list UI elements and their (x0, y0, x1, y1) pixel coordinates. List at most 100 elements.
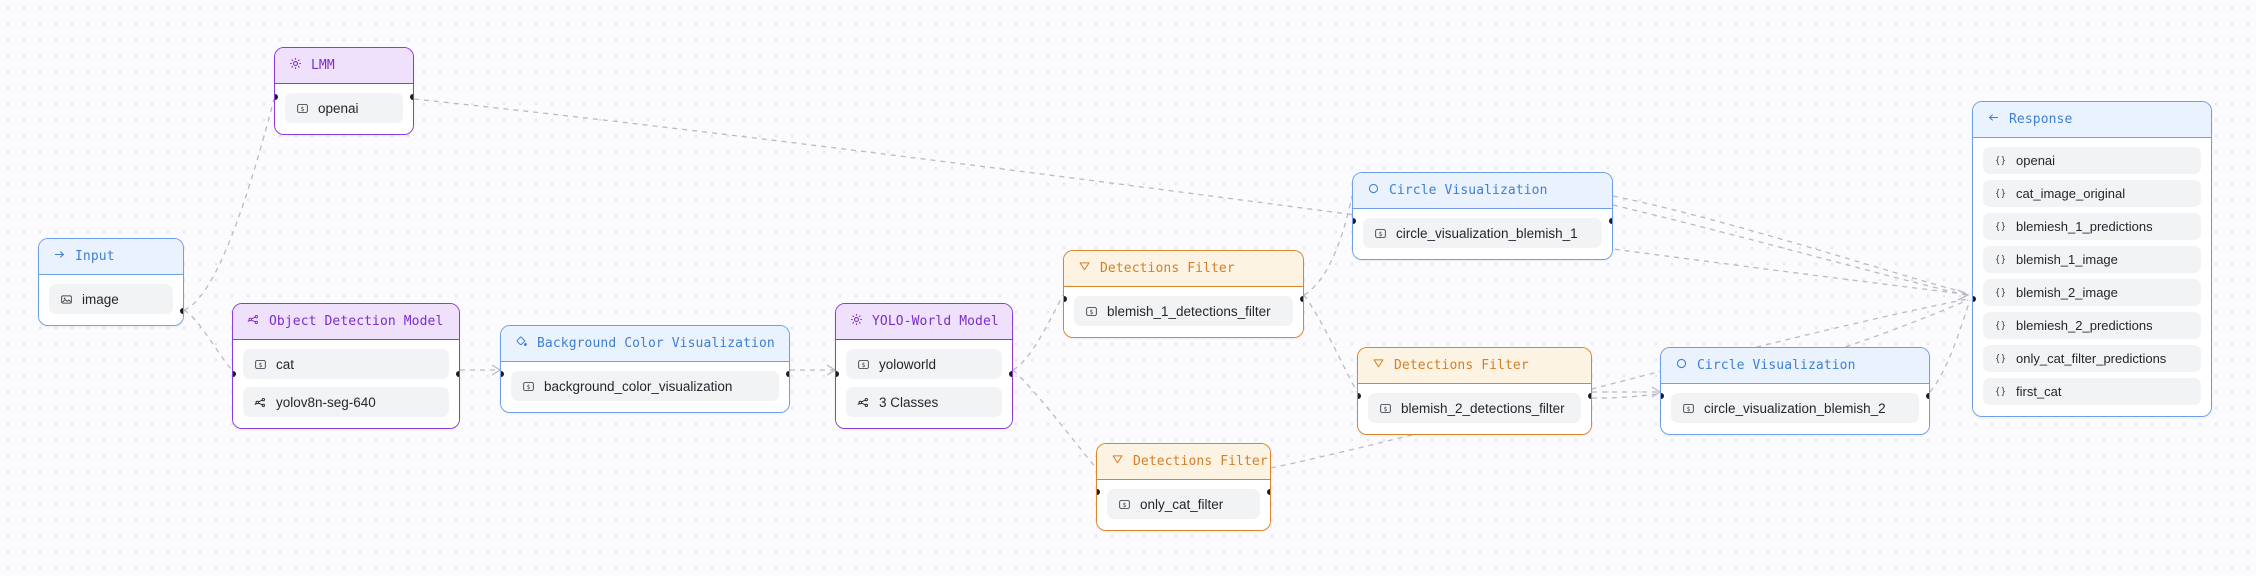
row-openai[interactable]: openai (1983, 147, 2201, 174)
row-blemish-2-detections-filter[interactable]: $ blemish_2_detections_filter (1368, 393, 1581, 423)
node-circle-visualization-2-body: $ circle_visualization_blemish_2 (1661, 384, 1929, 434)
port-out[interactable] (1009, 371, 1012, 377)
node-yolo-world-model[interactable]: YOLO-World Model $ yoloworld 3 Classes (835, 303, 1013, 429)
row-label: circle_visualization_blemish_1 (1396, 225, 1578, 241)
port-out[interactable] (1267, 489, 1270, 495)
braces-icon (1994, 286, 2007, 299)
row-label: openai (318, 100, 359, 116)
row-background-color-visualization[interactable]: $ background_color_visualization (511, 371, 779, 401)
braces-icon (1994, 253, 2007, 266)
row-blemiesh-2-predictions[interactable]: blemiesh_2_predictions (1983, 312, 2201, 339)
row-blemish-1-image[interactable]: blemish_1_image (1983, 246, 2201, 273)
port-out[interactable] (1609, 218, 1612, 224)
row-image[interactable]: image (49, 284, 173, 314)
filter-funnel-icon (1078, 260, 1091, 277)
image-icon (60, 293, 73, 306)
row-yoloworld[interactable]: $ yoloworld (846, 349, 1002, 379)
row-label: blemish_2_detections_filter (1401, 400, 1565, 416)
row-label: blemish_2_image (2016, 285, 2118, 300)
port-in[interactable] (1064, 296, 1067, 302)
braces-icon (1994, 187, 2007, 200)
port-out[interactable] (1300, 296, 1303, 302)
port-in[interactable] (233, 371, 236, 377)
row-cat[interactable]: $ cat (243, 349, 449, 379)
node-detections-filter-2[interactable]: Detections Filter $ blemish_2_detections… (1357, 347, 1592, 435)
node-circle-visualization-2[interactable]: Circle Visualization $ circle_visualizat… (1660, 347, 1930, 435)
string-param-icon: $ (296, 102, 309, 115)
node-circle-visualization-1-title: Circle Visualization (1389, 183, 1548, 198)
row-openai[interactable]: $ openai (285, 93, 403, 123)
svg-text:$: $ (301, 104, 305, 112)
node-detections-filter-3[interactable]: Detections Filter $ only_cat_filter (1096, 443, 1271, 531)
node-response-title: Response (2009, 112, 2073, 127)
port-in[interactable] (836, 371, 839, 377)
port-in[interactable] (1358, 393, 1361, 399)
row-cat-image-original[interactable]: cat_image_original (1983, 180, 2201, 207)
port-in[interactable] (1097, 489, 1100, 495)
row-circle-visualization-blemish-2[interactable]: $ circle_visualization_blemish_2 (1671, 393, 1919, 423)
string-param-icon: $ (1085, 305, 1098, 318)
row-label: blemiesh_2_predictions (2016, 318, 2153, 333)
row-only-cat-filter[interactable]: $ only_cat_filter (1107, 489, 1260, 519)
model-graph-icon (254, 396, 267, 409)
braces-icon (1994, 352, 2007, 365)
row-blemish-1-detections-filter[interactable]: $ blemish_1_detections_filter (1074, 296, 1293, 326)
row-blemish-2-image[interactable]: blemish_2_image (1983, 279, 2201, 306)
port-out[interactable] (456, 371, 459, 377)
port-in[interactable] (275, 94, 278, 100)
port-out[interactable] (1588, 393, 1591, 399)
row-blemiesh-1-predictions[interactable]: blemiesh_1_predictions (1983, 213, 2201, 240)
row-model[interactable]: yolov8n-seg-640 (243, 387, 449, 417)
row-only-cat-filter-predictions[interactable]: only_cat_filter_predictions (1983, 345, 2201, 372)
node-lmm[interactable]: LMM $ openai (274, 47, 414, 135)
node-input[interactable]: Input image (38, 238, 184, 326)
filter-funnel-icon (1372, 357, 1385, 374)
node-detections-filter-3-body: $ only_cat_filter (1097, 480, 1270, 530)
svg-text:$: $ (1384, 404, 1388, 412)
row-label: image (82, 291, 119, 307)
braces-icon (1994, 220, 2007, 233)
row-classes[interactable]: 3 Classes (846, 387, 1002, 417)
filter-funnel-icon (1111, 453, 1124, 470)
node-detections-filter-1[interactable]: Detections Filter $ blemish_1_detections… (1063, 250, 1304, 338)
port-out[interactable] (410, 94, 413, 100)
node-circle-visualization-1-body: $ circle_visualization_blemish_1 (1353, 209, 1612, 259)
svg-text:$: $ (1090, 307, 1094, 315)
port-in[interactable] (501, 371, 504, 377)
row-first-cat[interactable]: first_cat (1983, 378, 2201, 405)
node-circle-visualization-2-header: Circle Visualization (1661, 348, 1929, 384)
gear-icon (289, 57, 302, 74)
port-in[interactable] (1661, 393, 1664, 399)
node-object-detection-model-title: Object Detection Model (269, 314, 444, 329)
svg-text:$: $ (527, 382, 531, 390)
svg-text:$: $ (1379, 229, 1383, 237)
node-object-detection-model[interactable]: Object Detection Model $ cat yolov8n-seg… (232, 303, 460, 429)
node-input-header: Input (39, 239, 183, 275)
node-circle-visualization-1[interactable]: Circle Visualization $ circle_visualizat… (1352, 172, 1613, 260)
port-in[interactable] (1973, 296, 1976, 302)
node-background-color-visualization-header: Background Color Visualization (501, 326, 789, 362)
row-label: cat (276, 356, 295, 372)
row-label: blemish_1_image (2016, 252, 2118, 267)
port-out[interactable] (786, 371, 789, 377)
node-yolo-world-model-header: YOLO-World Model (836, 304, 1012, 340)
port-out[interactable] (180, 308, 183, 314)
row-label: openai (2016, 153, 2056, 168)
node-background-color-visualization[interactable]: Background Color Visualization $ backgro… (500, 325, 790, 413)
node-yolo-world-model-title: YOLO-World Model (872, 314, 999, 329)
port-out[interactable] (1926, 393, 1929, 399)
circle-icon (1675, 357, 1688, 374)
braces-icon (1994, 154, 2007, 167)
string-param-icon: $ (1118, 498, 1131, 511)
node-response[interactable]: Response openai cat_image_original blemi… (1972, 101, 2212, 417)
row-circle-visualization-blemish-1[interactable]: $ circle_visualization_blemish_1 (1363, 218, 1602, 248)
row-label: background_color_visualization (544, 378, 733, 394)
row-label: blemish_1_detections_filter (1107, 303, 1271, 319)
node-circle-visualization-2-title: Circle Visualization (1697, 358, 1856, 373)
row-label: cat_image_original (2016, 186, 2126, 201)
row-label: only_cat_filter_predictions (2016, 351, 2167, 366)
row-label: circle_visualization_blemish_2 (1704, 400, 1886, 416)
node-response-header: Response (1973, 102, 2211, 138)
port-in[interactable] (1353, 218, 1356, 224)
